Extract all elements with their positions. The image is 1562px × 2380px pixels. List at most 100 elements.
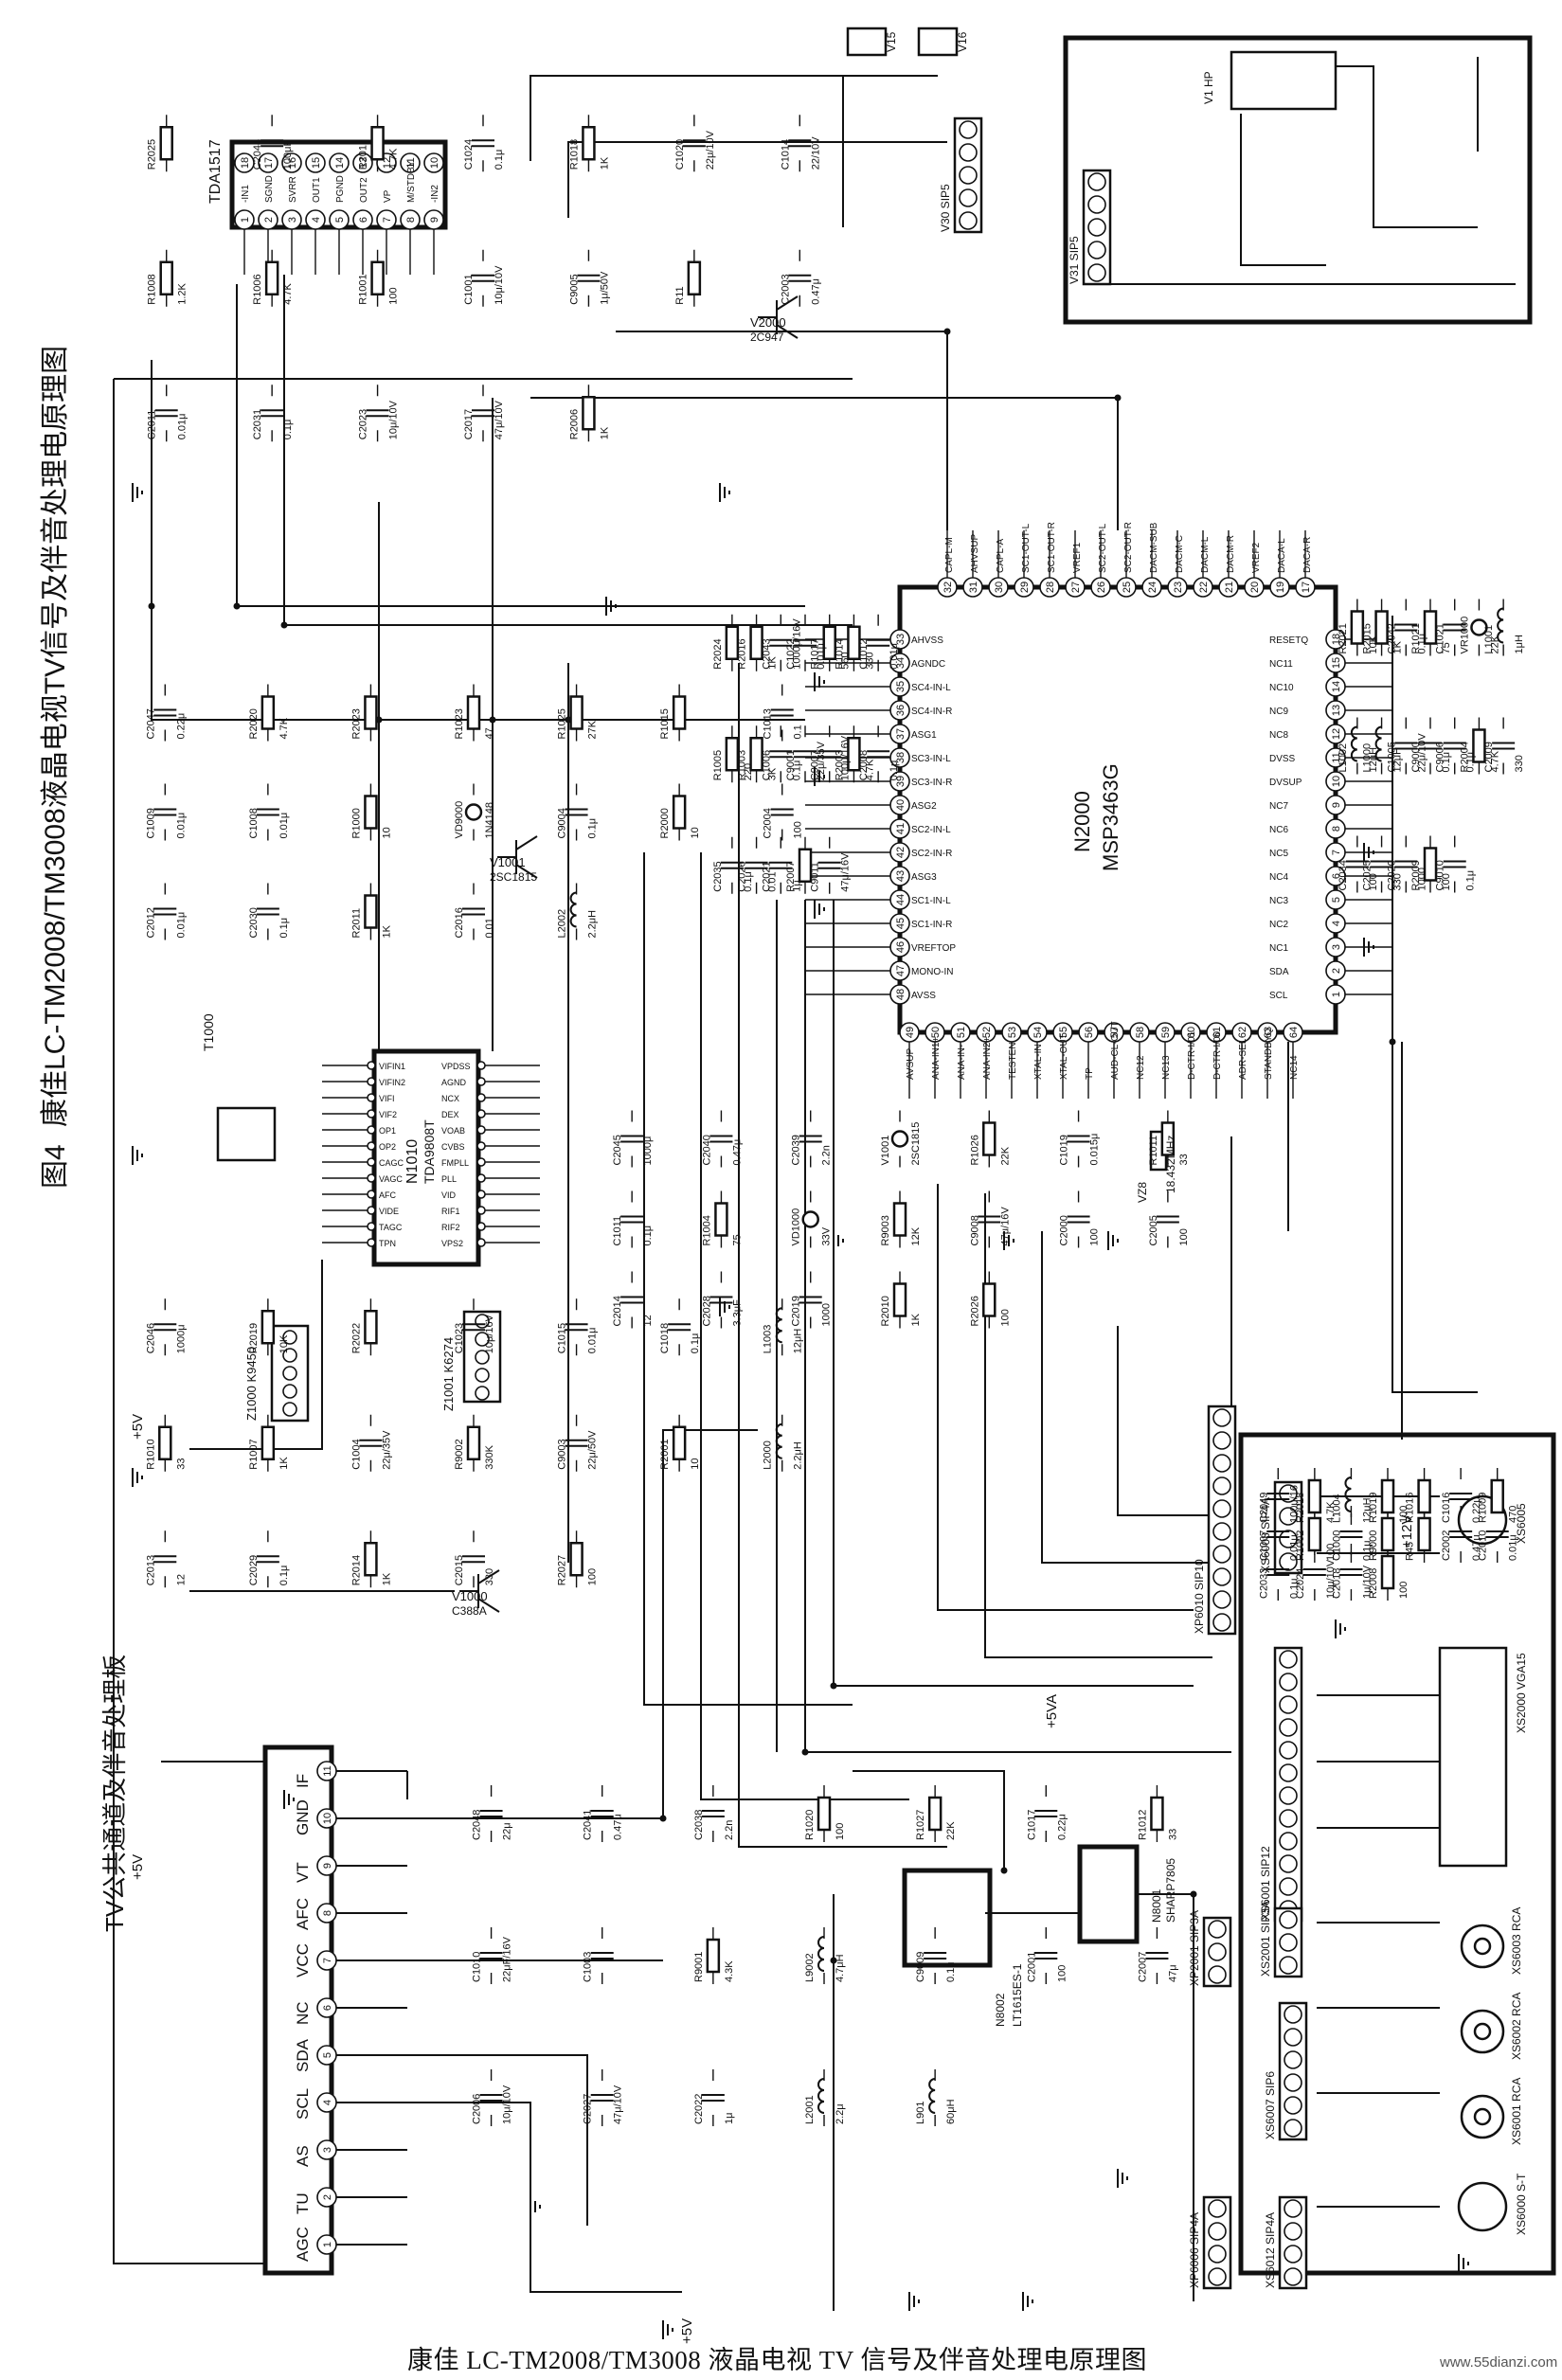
component-c1010-value: 22μF/16V [502, 1936, 513, 1982]
component-c2007-value: 47μ [1167, 1964, 1178, 1982]
component-r2018-ref: R2018 [1295, 1493, 1306, 1523]
junction-dot [489, 716, 496, 724]
pin-number: 10 [322, 1813, 333, 1824]
component-c2049 [1266, 1493, 1290, 1500]
component-c9006-value: 0.1μ [1465, 752, 1477, 773]
component-c2008 [867, 750, 890, 759]
pin-number: 5 [1331, 897, 1342, 903]
msp-pin-50 [925, 1022, 945, 1043]
headphone-jack-v1 [1230, 50, 1338, 111]
transistor-v2000-ref: V2000 [750, 315, 786, 330]
component-l1002-value: 12μH [1368, 747, 1379, 773]
component-c2007 [1145, 1952, 1169, 1959]
component-c1024-value: 0.1μ [494, 150, 505, 170]
component-r2027 [569, 1542, 584, 1577]
pin-number: 10 [429, 157, 440, 169]
component-l9002 [817, 1936, 825, 1972]
component-r1016-ref: R1016 [1405, 1493, 1416, 1523]
component-r2018-value: 4.7K [1325, 1501, 1337, 1523]
component-c2018-value: 1μ/10V [1361, 1565, 1373, 1599]
n1010-pin [476, 1222, 486, 1231]
component-r9000 [1380, 1516, 1395, 1552]
connector-xs6012-pin [1284, 2245, 1302, 2264]
headphone-panel [1063, 35, 1533, 325]
pin-number: 52 [981, 1027, 993, 1038]
component-c2001-value: 100 [1056, 1965, 1068, 1982]
component-r2006-value: 1K [599, 426, 610, 439]
pin-number: 11 [405, 157, 417, 168]
component-c9005-value: 1μ/50V [599, 271, 610, 305]
component-c9009 [924, 1952, 947, 1959]
component-c9003 [565, 1439, 588, 1447]
msp-pin-37 [889, 724, 910, 744]
component-c2027-ref: C2027 [583, 2094, 594, 2124]
component-c1004-ref: C1004 [350, 1439, 362, 1469]
component-r9003-ref: R9003 [880, 1215, 891, 1245]
pin-number: 23 [1173, 582, 1184, 593]
msp-pin-name: SC1-IN-L [911, 896, 951, 906]
component-c2035 [720, 861, 744, 869]
connector-xs6007-pin [1284, 2073, 1302, 2092]
msp-pin-31 [962, 577, 983, 598]
msp-pin-name: SC2-IN-L [911, 825, 951, 835]
n1010-pin [367, 1093, 376, 1102]
pin-number: 40 [895, 799, 907, 811]
msp-pin-name: SC3-IN-R [911, 778, 952, 788]
connector-xs6007-pin [1284, 2096, 1302, 2115]
tda1517-pin-13 [352, 152, 373, 173]
component-c2042-ref: C2042 [1386, 623, 1397, 653]
component-c2009-ref: C2009 [1483, 742, 1495, 772]
component-c2014 [620, 1296, 644, 1304]
component-c1001-ref: C1001 [463, 274, 475, 304]
ground-symbol [1117, 2169, 1128, 2188]
msp-pin-42 [889, 842, 910, 863]
connector-xp6006-label: XP6006 SIP4A [1188, 2212, 1201, 2288]
tuner-pin-4 [316, 2092, 337, 2113]
pin-number: 39 [895, 776, 907, 787]
pin-number: 48 [895, 989, 907, 1000]
component-r1003-value: 3K [767, 767, 779, 780]
component-c2040 [709, 1135, 733, 1143]
component-c2020-ref: C2020 [1386, 860, 1397, 890]
component-c2022 [701, 2094, 725, 2102]
component-c1016 [1449, 1493, 1473, 1500]
component-r2016-value: 1K [767, 656, 779, 670]
component-c2044-ref: C2044 [252, 139, 263, 170]
n1010-pin [476, 1206, 486, 1215]
component-c2017-ref: C2017 [463, 409, 475, 439]
jack-v15-label: V15 [885, 31, 898, 52]
connector-v31-pin [1087, 218, 1106, 237]
msp-pin-10 [1325, 771, 1346, 792]
component-r2024 [725, 625, 740, 660]
component-c2002-ref: C2002 [1441, 1530, 1452, 1561]
pin-number: 53 [1007, 1027, 1018, 1038]
msp-pin-name: SDA [1269, 967, 1289, 977]
component-c9010 [1443, 860, 1466, 868]
msp-pin-name: DACM-R [1226, 535, 1236, 573]
msp-pin-19 [1269, 577, 1290, 598]
rail-plus12v: +12V [1399, 1515, 1415, 1548]
connector-xp6006-pin [1208, 2222, 1227, 2241]
component-r2004-ref: R2004 [1459, 742, 1470, 772]
component-r2022-ref: R2022 [350, 1323, 362, 1353]
component-l1000 [1374, 725, 1382, 762]
msp-pin-name: NC11 [1269, 659, 1293, 670]
n1010-pin-name: VOAB [441, 1126, 465, 1136]
component-c2043-ref: C2043 [761, 638, 772, 669]
n1010-pin [476, 1173, 486, 1183]
component-c1015 [565, 1323, 588, 1332]
component-c9010-value: 0.1μ [1465, 870, 1477, 891]
component-c2028-ref: C2028 [701, 1296, 712, 1326]
component-l2002 [569, 891, 577, 928]
msp-pin-name: CAPL-A [996, 539, 1006, 573]
component-c1022 [794, 638, 817, 647]
component-r1010-ref: R1010 [145, 1439, 156, 1469]
component-l9002-value: 4.7μH [835, 1954, 846, 1982]
connector-xp6010-pin [1212, 1431, 1231, 1450]
msp-pin-name: ADR-SEL [1238, 1038, 1248, 1080]
tuner-pin-name: IF [294, 1774, 312, 1788]
component-c2000-value: 100 [1089, 1228, 1101, 1245]
component-c9000-value: 0.1μ [1441, 752, 1452, 773]
component-c1013 [770, 708, 794, 717]
svideo-xs6000-label: XS6000 S-T [1515, 2173, 1528, 2235]
